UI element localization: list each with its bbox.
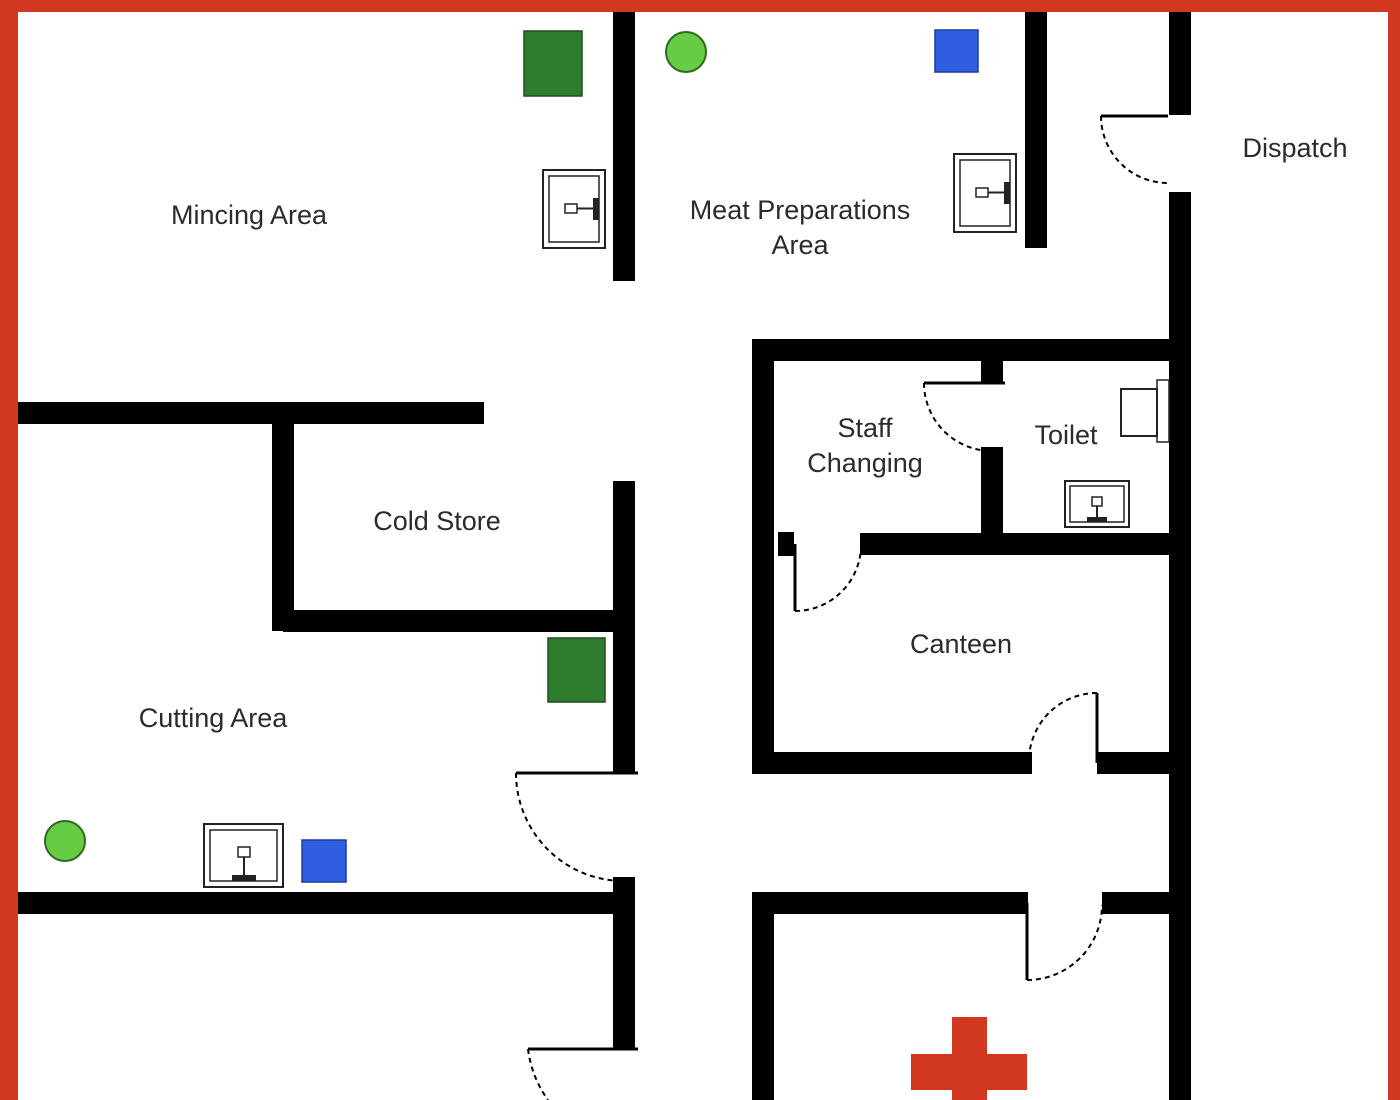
bin-icon (934, 29, 979, 73)
door-staff-changing (793, 544, 862, 612)
room-label-line: Area (771, 230, 829, 260)
door-toilet (923, 381, 1005, 452)
door-dispatch (1100, 114, 1169, 184)
sink-icon (542, 169, 606, 249)
room-label-line: Staff (837, 413, 893, 443)
room-label-staff-changing: Staff Changing (790, 411, 940, 481)
bin-icon (523, 30, 583, 97)
sink-icon (1064, 480, 1130, 528)
room-label-dispatch: Dispatch (1242, 133, 1348, 163)
sink-icon (203, 823, 284, 888)
room-label-meat-preparations: Meat Preparations Area (650, 193, 950, 263)
room-label-mincing: Mincing Area (170, 200, 328, 230)
room-label-cold-store: Cold Store (373, 506, 501, 536)
first-aid-icon (911, 1017, 1027, 1100)
room-label-toilet: Toilet (1034, 420, 1098, 450)
bin-icon (301, 839, 347, 883)
room-label-line: Changing (807, 448, 923, 478)
room-label-line: Meat Preparations (689, 195, 911, 225)
frame-inner (18, 12, 1388, 1100)
wall-stub (778, 532, 794, 556)
doors (515, 114, 1169, 1100)
room-label-cutting: Cutting Area (138, 703, 288, 733)
door-canteen (1028, 692, 1099, 763)
room-label-canteen: Canteen (909, 629, 1013, 659)
marker-icon (665, 31, 707, 73)
toilet-icon (1120, 379, 1170, 443)
walls (18, 12, 1191, 1100)
bin-icon (547, 637, 606, 703)
door-bottom-left (527, 1047, 638, 1100)
door-cutting (515, 771, 638, 882)
marker-icon (44, 820, 86, 862)
door-first-aid (1025, 903, 1103, 981)
sink-icon (953, 153, 1017, 233)
